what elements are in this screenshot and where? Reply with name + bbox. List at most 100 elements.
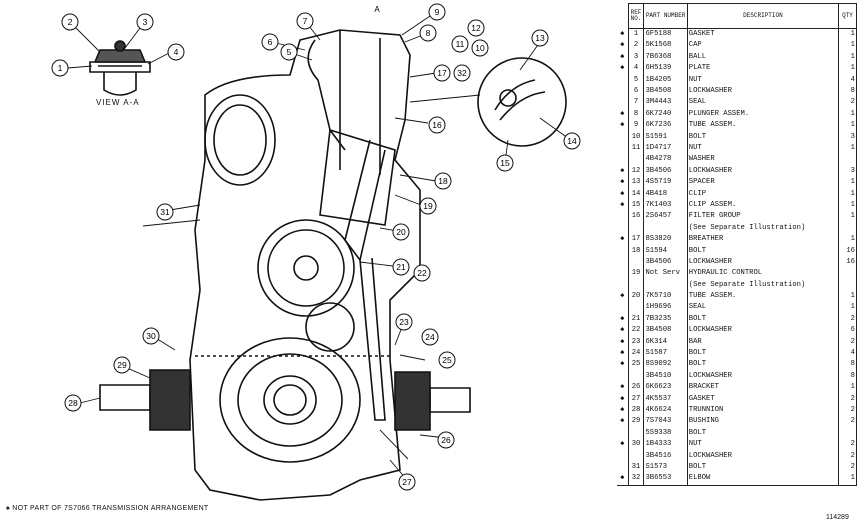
cell-ref: 3 — [627, 51, 645, 64]
table-row: (See Separate Illustration) — [617, 222, 857, 235]
cell-desc: (See Separate Illustration) — [686, 279, 840, 291]
cell-desc: BOLT — [686, 461, 840, 474]
cell-mark — [617, 462, 628, 473]
cell-desc: LOCKWASHER — [686, 85, 840, 98]
cell-ref: 9 — [627, 120, 645, 132]
cell-pn: 8S9092 — [643, 359, 688, 371]
cell-desc: CAP — [686, 40, 840, 52]
cell-desc: LOCKWASHER — [686, 450, 840, 462]
cell-pn: 7B3235 — [643, 313, 688, 326]
cell-desc: TRUNNION — [686, 404, 840, 417]
callout-23: 23 — [395, 313, 413, 331]
cell-pn: S1587 — [643, 347, 688, 360]
callout-22: 22 — [413, 264, 431, 282]
cell-qty: 16 — [838, 245, 857, 257]
cell-mark: ♠ — [620, 166, 625, 175]
cell-ref: 26 — [627, 382, 645, 394]
cell-mark: ♠ — [620, 121, 625, 130]
callout-4: 4 — [167, 43, 185, 61]
callout-29: 29 — [113, 356, 131, 374]
cell-pn: S1591 — [643, 131, 688, 143]
cell-pn: 3B4508 — [643, 85, 688, 98]
cell-mark: ♠ — [620, 200, 625, 209]
svg-text:32: 32 — [457, 68, 467, 78]
cell-mark: ♠ — [620, 52, 625, 61]
callout-27: 27 — [398, 473, 416, 491]
callout-32: 32 — [453, 64, 471, 82]
cell-ref: 1 — [627, 28, 645, 41]
cell-mark: ♠ — [620, 383, 625, 392]
cell-ref: 32 — [627, 473, 645, 486]
cell-desc: BAR — [686, 336, 840, 348]
svg-text:18: 18 — [438, 176, 448, 186]
svg-text:23: 23 — [399, 317, 409, 327]
svg-text:12: 12 — [471, 23, 481, 33]
callout-16: 16 — [428, 116, 446, 134]
table-header-row: REF NO. PART NUMBER DESCRIPTION QTY — [617, 3, 857, 29]
col-part-header: PART NUMBER — [643, 3, 688, 29]
cell-qty — [838, 268, 857, 280]
cell-ref — [627, 370, 645, 383]
cell-ref: 5 — [627, 74, 645, 86]
callout-11: 11 — [451, 35, 469, 53]
cell-desc: BUSHING — [686, 416, 840, 428]
cell-qty: 2 — [838, 416, 857, 428]
cell-pn: 7S7043 — [643, 416, 688, 428]
footnote: ♠ NOT PART OF 7S7066 TRANSMISSION ARRANG… — [6, 505, 209, 512]
cell-pn: 3B6553 — [643, 473, 688, 486]
cell-ref: 16 — [627, 211, 645, 223]
cell-qty: 2 — [838, 450, 857, 462]
cell-ref: 8 — [627, 108, 645, 121]
cell-ref: 6 — [627, 85, 645, 98]
cell-mark: ♠ — [620, 440, 625, 449]
cell-ref: 30 — [627, 439, 645, 451]
cell-ref — [627, 279, 645, 291]
svg-text:28: 28 — [68, 398, 78, 408]
cell-pn: 7K5710 — [643, 290, 688, 303]
cell-pn: 7K1403 — [643, 199, 688, 212]
cell-pn: 5K1568 — [643, 40, 688, 52]
cell-desc: BOLT — [686, 313, 840, 326]
cell-qty: 16 — [838, 256, 857, 269]
cell-ref: 4 — [627, 63, 645, 75]
cell-ref: 22 — [627, 325, 645, 337]
cell-ref: 7 — [627, 97, 645, 109]
exploded-view-drawing: 1 2 3 4 5 6 7 8 9 10 11 12 13 14 15 16 1… — [51, 3, 581, 501]
cell-mark: ♠ — [620, 349, 625, 358]
cell-pn: 2S6457 — [643, 211, 688, 223]
cell-desc: BOLT — [686, 131, 840, 143]
cell-pn: 6F5188 — [643, 28, 688, 41]
cell-qty: 8 — [838, 85, 857, 98]
cell-mark — [617, 97, 628, 108]
cell-pn: 8S3820 — [643, 234, 688, 246]
cell-mark — [617, 280, 628, 291]
svg-text:27: 27 — [402, 477, 412, 487]
cell-qty: 1 — [838, 211, 857, 223]
cell-qty: 1 — [838, 290, 857, 303]
svg-text:29: 29 — [117, 360, 127, 370]
cell-pn: 4B418 — [643, 188, 688, 200]
cell-ref: 27 — [627, 393, 645, 405]
cell-pn: 6K7236 — [643, 120, 688, 132]
callout-2: 2 — [61, 13, 79, 31]
cell-desc: LOCKWASHER — [686, 370, 840, 383]
cell-desc: LOCKWASHER — [686, 256, 840, 269]
cell-desc: BALL — [686, 51, 840, 64]
callout-7: 7 — [296, 12, 314, 30]
callout-1: 1 — [51, 59, 69, 77]
svg-text:1: 1 — [58, 63, 63, 73]
callout-26: 26 — [437, 431, 455, 449]
callout-17: 17 — [433, 64, 451, 82]
cell-ref — [627, 256, 645, 269]
cell-qty: 1 — [838, 382, 857, 394]
callout-18: 18 — [434, 172, 452, 190]
cell-pn: 6K7240 — [643, 108, 688, 121]
cell-pn: 3M4443 — [643, 97, 688, 109]
